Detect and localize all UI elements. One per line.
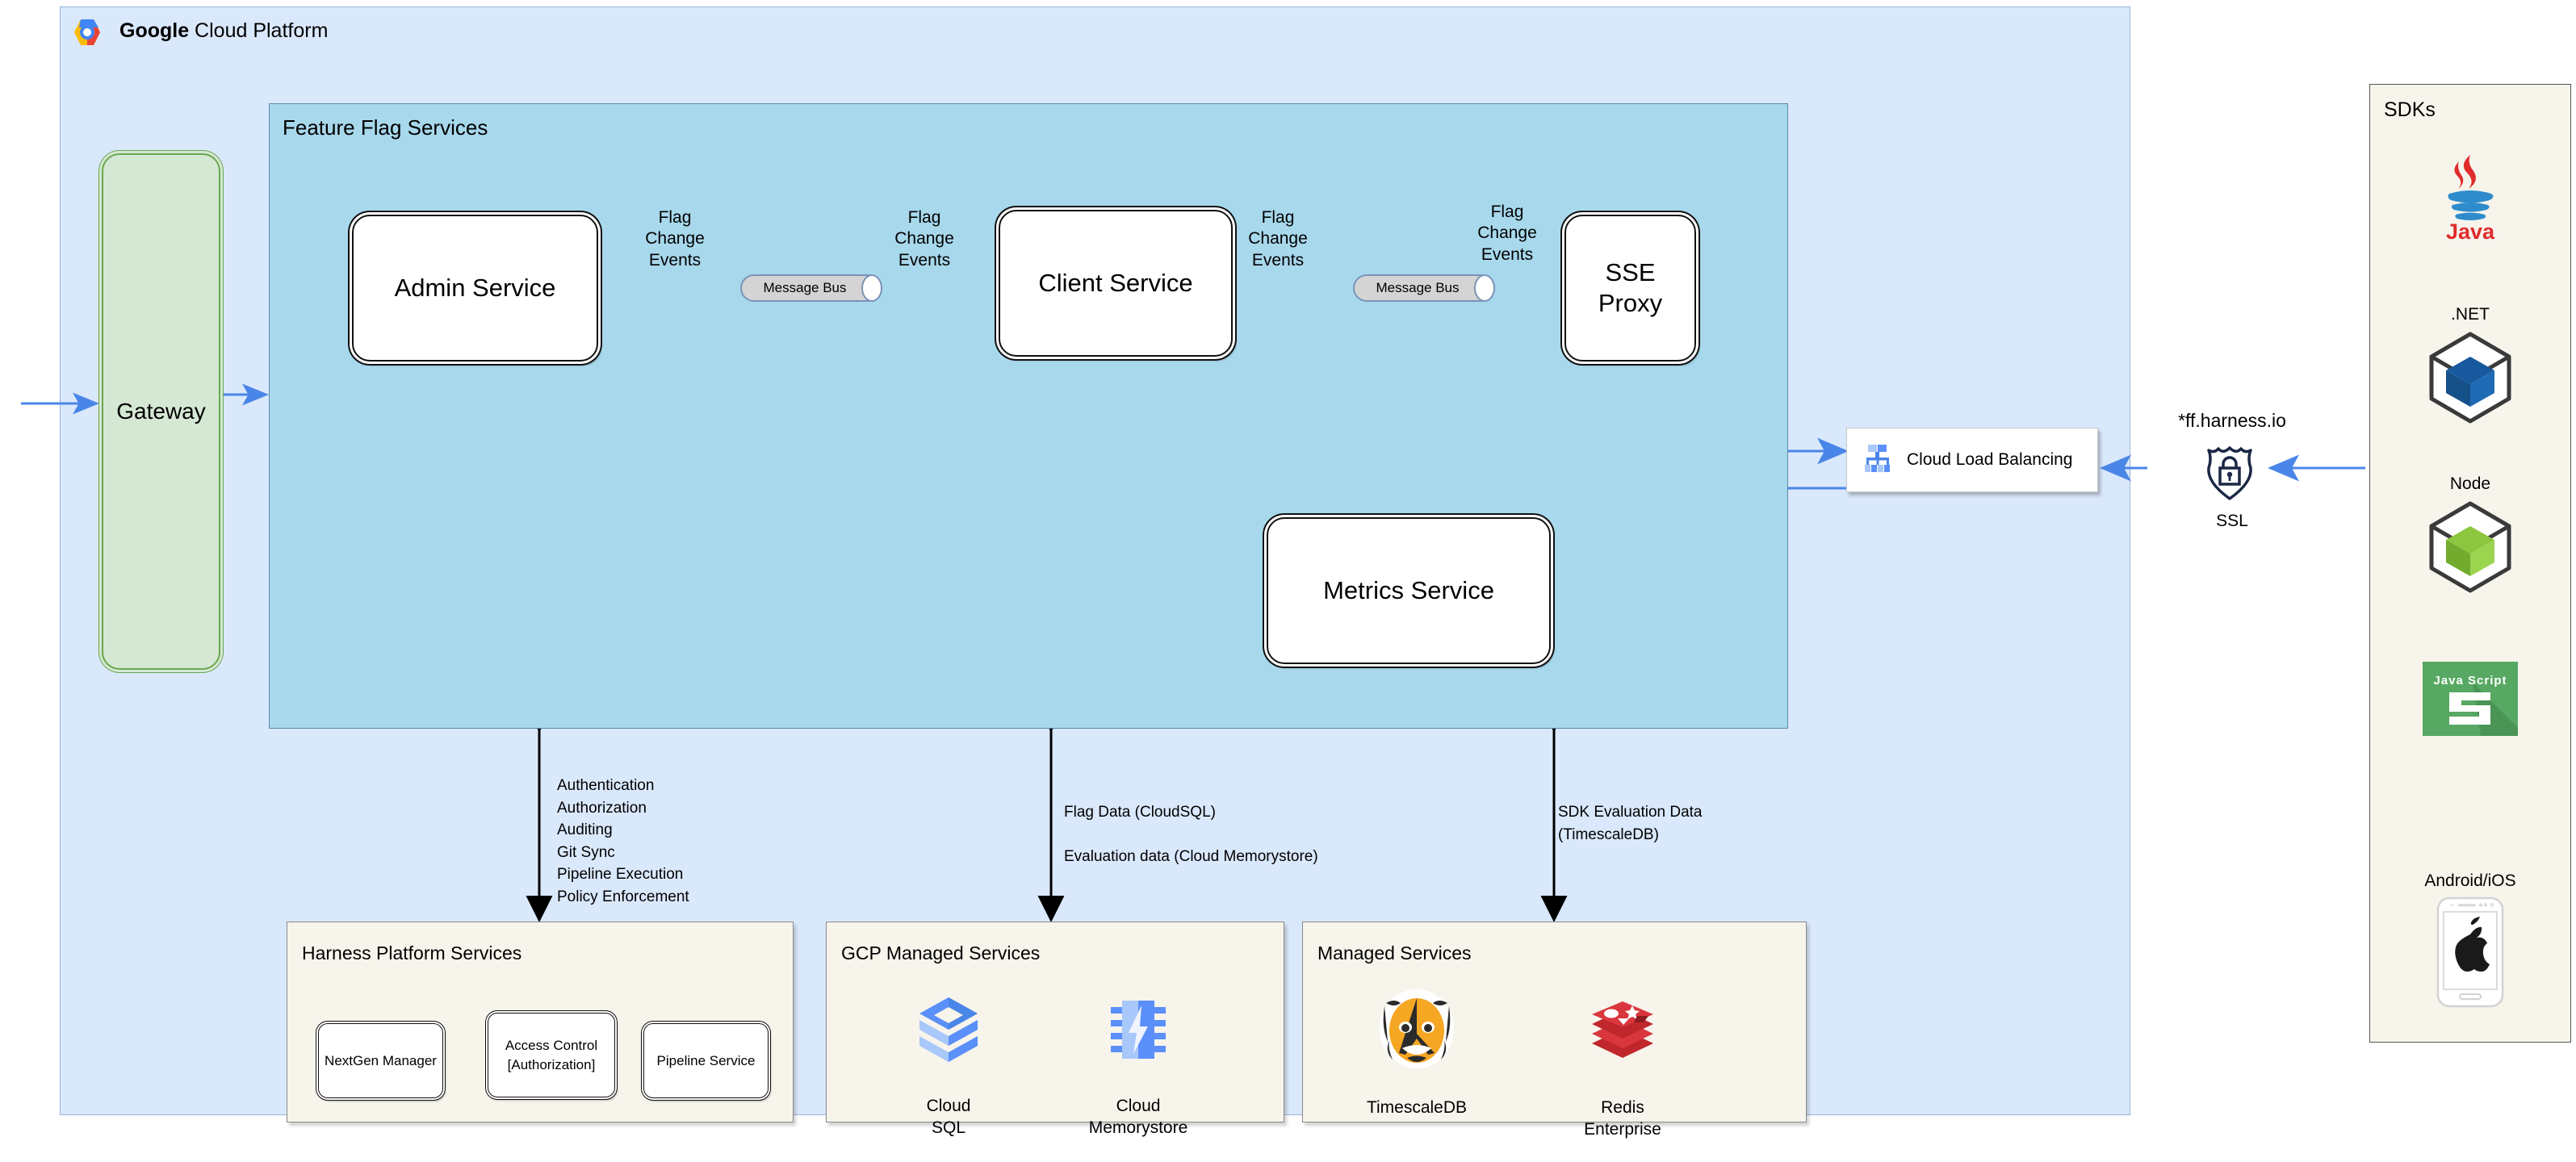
gcp-title-bold: Google — [119, 19, 190, 42]
harness-platform-services-title: Harness Platform Services — [302, 943, 522, 963]
android-ios-label: Android/iOS — [2424, 872, 2516, 890]
edge-label-flag-change-2: Flag Change Events — [894, 208, 954, 270]
service-tile-redis-enterprise[interactable]: Redis Enterprise — [1558, 975, 1687, 1162]
message-bus-1-label: Message Bus — [763, 280, 847, 295]
message-bus-1[interactable]: Message Bus — [740, 274, 882, 302]
cloud-load-balancing-icon — [1862, 441, 1895, 479]
ssl-shield-lock-icon — [2201, 442, 2259, 502]
annotation-harness-capabilities: Authentication Authorization Auditing Gi… — [557, 777, 689, 905]
sub-service-nextgen-manager[interactable]: NextGen Manager — [318, 1023, 443, 1098]
mobile-apple-icon — [2369, 896, 2571, 1009]
sdk-item-android-ios[interactable]: Android/iOS — [2369, 872, 2571, 1009]
svg-text:Java: Java — [2446, 219, 2495, 242]
message-bus-end-cap-icon — [1474, 274, 1495, 302]
service-box-client[interactable]: Client Service — [999, 210, 1233, 357]
ssl-label: SSL — [2216, 512, 2248, 530]
service-box-sse-proxy[interactable]: SSE Proxy — [1564, 215, 1696, 362]
gcp-managed-services-panel — [826, 922, 1284, 1122]
sub-service-access-control[interactable]: Access Control [Authorization] — [488, 1013, 615, 1097]
cloud-sql-label: Cloud SQL — [926, 1096, 971, 1137]
node-cube-icon — [2369, 499, 2571, 594]
feature-flag-services-panel — [269, 103, 1788, 729]
gcp-managed-services-title: GCP Managed Services — [841, 943, 1041, 963]
java-icon: Java — [2369, 152, 2571, 242]
edge-label-flag-change-4: Flag Change Events — [1477, 203, 1537, 264]
service-box-metrics[interactable]: Metrics Service — [1267, 517, 1551, 664]
harness-domain-label: *ff.harness.io — [2178, 410, 2286, 431]
service-box-admin[interactable]: Admin Service — [352, 215, 598, 362]
message-bus-2[interactable]: Message Bus — [1353, 274, 1495, 302]
sdk-item-java[interactable]: Java — [2369, 152, 2571, 242]
cloud-memorystore-icon — [1066, 995, 1211, 1068]
javascript-icon: Java Script — [2369, 662, 2571, 736]
page-title: Google Cloud Platform — [119, 19, 328, 43]
redis-label: Redis Enterprise — [1584, 1097, 1661, 1139]
service-tile-cloud-sql[interactable]: Cloud SQL — [896, 973, 1001, 1160]
message-bus-end-cap-icon — [861, 274, 882, 302]
service-tile-timescaledb[interactable]: TimescaleDB — [1344, 967, 1489, 1140]
managed-services-panel — [1302, 922, 1807, 1122]
svg-text:Java Script: Java Script — [2433, 674, 2507, 688]
dotnet-label: .NET — [2451, 305, 2490, 324]
annotation-managed-data: SDK Evaluation Data (TimescaleDB) — [1558, 804, 1703, 843]
sdk-item-javascript[interactable]: Java Script — [2369, 662, 2571, 736]
gcp-title-rest: Cloud Platform — [189, 19, 329, 42]
sdk-item-dotnet[interactable]: .NET — [2369, 305, 2571, 424]
sdk-item-node[interactable]: Node — [2369, 474, 2571, 594]
edge-label-flag-change-3: Flag Change Events — [1248, 208, 1308, 270]
sdks-title: SDKs — [2384, 98, 2436, 121]
cloud-sql-icon — [896, 995, 1001, 1068]
message-bus-2-label: Message Bus — [1376, 280, 1460, 295]
cloud-load-balancing-box[interactable]: Cloud Load Balancing — [1846, 428, 2098, 492]
gateway-box[interactable]: Gateway — [102, 153, 220, 670]
node-label: Node — [2449, 474, 2491, 493]
managed-services-title: Managed Services — [1317, 943, 1472, 963]
annotation-gcp-data: Flag Data (CloudSQL) Evaluation data (Cl… — [1064, 804, 1318, 866]
dotnet-cube-icon — [2369, 329, 2571, 424]
edge-label-flag-change-1: Flag Change Events — [645, 208, 705, 270]
redis-icon — [1558, 997, 1687, 1069]
cloud-memorystore-label: Cloud Memorystore — [1088, 1096, 1188, 1137]
sub-service-pipeline-service[interactable]: Pipeline Service — [643, 1023, 769, 1098]
cloud-load-balancing-label: Cloud Load Balancing — [1907, 450, 2073, 469]
timescaledb-label: TimescaleDB — [1366, 1097, 1468, 1117]
feature-flag-services-title: Feature Flag Services — [283, 115, 488, 140]
service-tile-cloud-memorystore[interactable]: Cloud Memorystore — [1066, 973, 1211, 1160]
timescaledb-tiger-icon — [1344, 989, 1489, 1069]
gcp-hexagon-logo-icon — [69, 18, 105, 47]
